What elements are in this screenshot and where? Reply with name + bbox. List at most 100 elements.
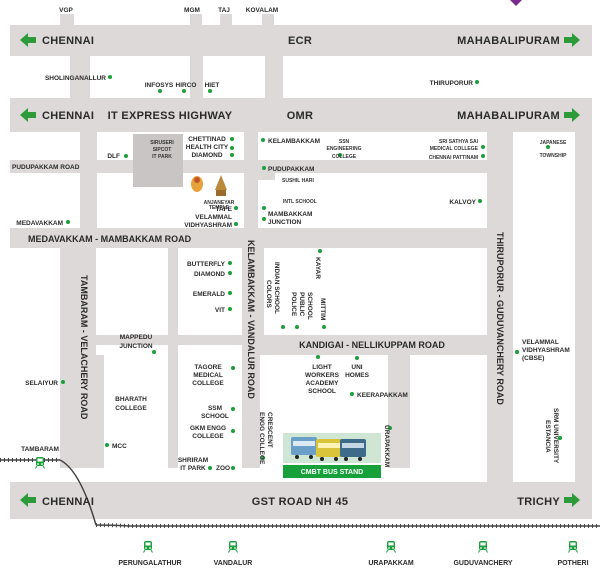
label-shriram: SHRIRAM [178,457,208,464]
label-crescent: CRESCENT [266,412,273,448]
label-medavakkam: MEDAVAKKAM [16,220,63,227]
label-mambakkam: MAMBAKKAM [268,211,312,218]
label-mittim: MITTIM [319,298,326,320]
label-tagore: TAGORE [194,364,222,371]
label-it-park: IT PARK [152,154,172,160]
arrow-left-icon [20,493,36,507]
label-vgp: VGP [59,7,73,14]
station-guduvanchery: GUDUVANCHERY [453,560,512,567]
train-icon [143,540,153,553]
label-pudupakkam: PUDUPAKKAM [268,166,314,173]
tambaram-velachery-label: TAMBARAM - VELACHERY ROAD [79,275,89,420]
label-sushil-hari: SUSHIL HARI [282,178,314,184]
label-velammal-cbse: VELAMMAL [522,339,559,346]
label-kayar: KAYAR [314,257,321,279]
label-mcc: MCC [112,443,127,450]
label-public: PUBLIC [298,292,305,317]
label-sholinganallur: SHOLINGANALLUR [45,75,106,82]
label-vidhyashram-cbse: VIDHYASHRAM [522,347,570,354]
gst-road [10,482,592,519]
label-mappedu-junction: JUNCTION [119,343,153,350]
ecr-right-label: MAHABALIPURAM [457,35,560,47]
label-kovalam: KOVALAM [246,7,278,14]
kandigai-nellikuppam-road [258,335,488,355]
label-vidhyashram: VIDHYASHRAM [184,222,232,229]
label-butterfly: BUTTERFLY [187,261,226,268]
ecr-road [10,25,592,56]
label-light: LIGHT [312,364,332,371]
bus-stand: CMBT BUS STAND [283,433,381,478]
label-school: SCHOOL [306,292,313,320]
station-perungalathur: PERUNGALATHUR [118,560,181,567]
railway-line [0,458,600,528]
label-junction: JUNCTION [268,219,302,226]
label-indian-school: INDIAN SCHOOL [273,262,280,314]
medavakkam-mambakkam-label: MEDAVAKKAM - MAMBAKKAM ROAD [28,234,192,244]
label-mappedu: MAPPEDU [120,334,153,341]
label-ssn-engineering: ENGINEERING [326,146,361,152]
omr-center-label: OMR [287,110,314,122]
train-icon [386,540,396,553]
gst-right-label: TRICHY [517,496,560,508]
train-icon [35,456,45,469]
label-diamond-chettinad: DIAMOND [191,152,222,159]
train-icon [228,540,238,553]
gst-center-label: GST ROAD NH 45 [252,496,349,508]
label-workers: WORKERS [305,372,340,379]
label-uni: UNI [351,364,362,371]
label-academy: ACADEMY [306,380,340,387]
label-japanese: JAPANESE [540,140,567,146]
label-kelambakkam: KELAMBAKKAM [268,138,320,145]
label-selaiyur: SELAIYUR [25,380,58,387]
siruseri-block [133,134,183,187]
label-police: POLICE [290,292,297,317]
highway-arrows [20,33,580,507]
train-icon [568,540,578,553]
label-ssm-school: SCHOOL [201,413,229,420]
gst-left-label: CHENNAI [42,496,94,508]
station-vandalur: VANDALUR [214,560,253,567]
label-keerapakkam: KEERAPAKKAM [357,392,408,399]
label-urapakkam-landmark: URAPAKKAM [383,425,390,467]
label-hiet: HIET [205,82,220,89]
label-crescent-engg: ENGG COLLEGE [258,412,265,465]
kelambakkam-vandalur-road [242,228,260,468]
thiruporur-guduvanchery-road [487,132,513,482]
label-tambaram: TAMBARAM [21,446,59,453]
label-homes: HOMES [345,372,370,379]
label-chennai-pattinam: CHENNAI PATTINAM [429,155,478,161]
arrow-right-icon [564,33,580,47]
label-intl-school: INTL SCHOOL [283,199,317,205]
label-temple: TEMPLE [209,205,230,211]
label-bharath: BHARATH [115,396,147,403]
label-hirco: HIRCO [176,82,197,89]
corner-mark [510,0,522,6]
label-ssn-college: COLLEGE [332,154,357,160]
ecr-center-label: ECR [288,35,312,47]
label-ssm: SSM [208,405,222,412]
arrow-left-icon [20,108,36,122]
label-medical-college: MEDICAL COLLEGE [430,146,479,152]
thiruporur-guduvanchery-label: THIRUPORUR - GUDUVANCHERY ROAD [495,232,505,405]
bus-stand-label: CMBT BUS STAND [301,469,363,476]
kelambakkam-vandalur-label: KELAMBAKKAM - VANDALUR ROAD [246,240,256,399]
omr-right-label: MAHABALIPURAM [457,110,560,122]
label-tagore-college: COLLEGE [192,380,224,387]
label-health-city: HEALTH CITY [186,144,229,151]
label-thiruporur: THIRUPORUR [430,80,474,87]
label-colors: COLORS [265,280,272,308]
label-sipcot: SIPCOT [153,147,172,153]
tambaram-velachery-road [60,248,96,468]
label-gkm: GKM ENGG [190,425,226,432]
label-sathya-sai: SRI SATHYA SAI [439,139,479,145]
label-dlf: DLF [107,153,120,160]
road-network [10,14,592,519]
landmark-markers [61,75,562,470]
temple-icon [191,175,227,196]
omr-left-label: CHENNAI [42,110,94,122]
label-estancia: ESTANCIA [544,420,551,453]
label-bharath-college: COLLEGE [115,405,147,412]
label-township: TOWNSHIP [540,153,568,159]
label-tagore-medical: MEDICAL [193,372,223,379]
pudupakkam-road-label: PUDUPAKKAM ROAD [12,164,80,171]
